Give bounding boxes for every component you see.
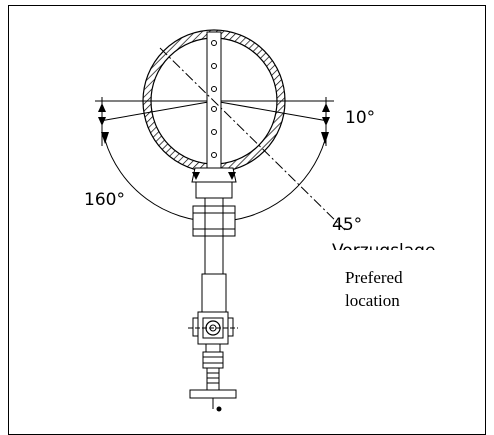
right-tilt-line [213, 100, 329, 122]
gauge-pointer-strip [206, 31, 222, 173]
label-location: location [345, 291, 400, 310]
thread-lines [207, 372, 219, 384]
label-vorzugslage: Vorzugslage [332, 241, 435, 261]
arrowhead-left-up [98, 103, 106, 112]
angle-label-45: 45° [332, 215, 362, 235]
socket-wedge-right [228, 172, 236, 180]
drawing-frame [8, 5, 486, 435]
arrowhead-right-down [322, 117, 330, 126]
valve-side-right [227, 317, 234, 337]
socket-block [195, 181, 233, 199]
gauge-housing-ring [142, 29, 286, 173]
handwheel-knob [216, 406, 222, 412]
fitting-threaded-stem [206, 367, 220, 391]
diagonal-45-line [159, 47, 346, 231]
hex-nut [192, 205, 236, 237]
label-prefered: Prefered [345, 268, 403, 287]
fitting-nut [202, 351, 224, 369]
arrowhead-arc-right [321, 132, 329, 144]
handwheel-bar [189, 389, 237, 399]
angle-label-10: 10° [345, 108, 375, 128]
arrowhead-left-down [98, 117, 106, 126]
socket-wedge-left [192, 172, 200, 180]
pipe-lower [201, 273, 227, 313]
neck-upper [204, 197, 224, 207]
gauge-socket-collar [191, 167, 237, 183]
fitting-neck [205, 343, 221, 353]
arrowhead-arc-left [101, 132, 109, 144]
pointer-holes [211, 40, 217, 158]
valve-side-left [192, 317, 199, 337]
arrowhead-right-up [322, 103, 330, 112]
left-tilt-line [99, 100, 215, 122]
angle-label-160: 160° [84, 190, 125, 210]
pipe-stem [204, 235, 224, 275]
